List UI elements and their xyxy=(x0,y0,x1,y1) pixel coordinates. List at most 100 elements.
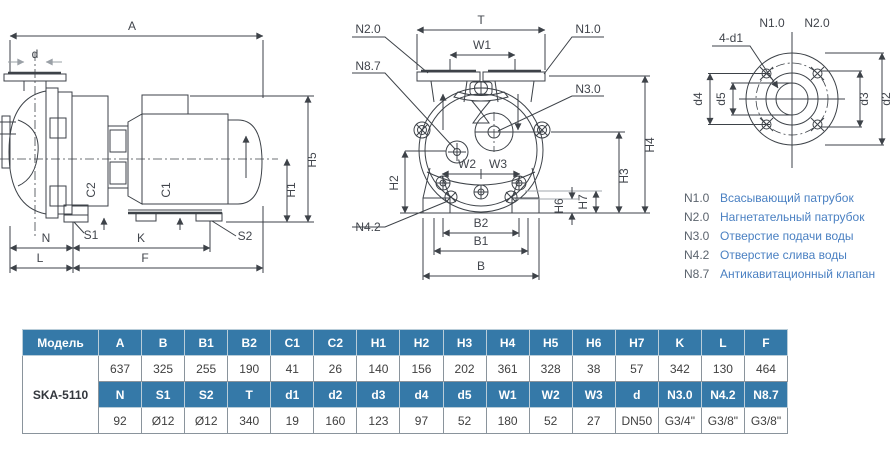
header-cell: C1 xyxy=(270,329,315,356)
value-cell: 156 xyxy=(399,355,444,382)
value-cell: Ø12 xyxy=(184,407,229,434)
dim-d4: d4 xyxy=(691,92,705,106)
header-cell: d5 xyxy=(442,381,487,408)
dim-N: N xyxy=(42,231,51,245)
value-cell: 130 xyxy=(700,355,745,382)
value-cell: G3/4" xyxy=(657,407,702,434)
header-cell: L xyxy=(700,329,745,356)
dim-d2: d2 xyxy=(879,92,893,106)
header-cell: d4 xyxy=(399,381,444,408)
dim-W2: W2 xyxy=(458,157,476,171)
value-cell: DN50 xyxy=(614,407,659,434)
value-cell: 52 xyxy=(442,407,487,434)
value-cell: G3/8" xyxy=(700,407,745,434)
dim-d3: d3 xyxy=(857,92,871,106)
dim-H1: H1 xyxy=(284,182,298,198)
bolt-callout: 4-d1 xyxy=(719,31,743,45)
dim-F: F xyxy=(141,251,148,265)
port-legend: N1.0 Всасывающий патрубок N2.0 Нагнетате… xyxy=(684,189,875,284)
header-cell: H3 xyxy=(442,329,487,356)
value-cell: 57 xyxy=(614,355,659,382)
legend-item: N4.2 Отверстие слива воды xyxy=(684,246,875,265)
legend-item: N8.7 Антикавитационный клапан xyxy=(684,265,875,284)
port-label-n20: N2.0 xyxy=(355,22,381,36)
legend-item: N1.0 Всасывающий патрубок xyxy=(684,189,875,208)
dim-W1: W1 xyxy=(473,38,491,52)
value-cell: 27 xyxy=(571,407,616,434)
value-cell: 97 xyxy=(399,407,444,434)
model-cell: SKA-5110 xyxy=(22,355,99,434)
value-cell: 26 xyxy=(313,355,358,382)
header-cell: C2 xyxy=(313,329,358,356)
header-cell: W3 xyxy=(571,381,616,408)
port-label-n10: N1.0 xyxy=(575,22,601,36)
value-cell: Ø12 xyxy=(141,407,186,434)
front-view-drawing: T W1 N2.0 N1.0 N8.7 N3.0 xyxy=(352,13,657,280)
legend-code: N4.2 xyxy=(684,248,710,262)
legend-label: Антикавитационный клапан xyxy=(720,267,876,281)
legend-label: Отверстие слива воды xyxy=(720,248,847,262)
legend-code: N3.0 xyxy=(684,229,710,243)
dim-W3: W3 xyxy=(489,157,507,171)
dim-S1: S1 xyxy=(84,228,99,242)
dim-C1: C1 xyxy=(159,182,173,198)
value-cell: 160 xyxy=(313,407,358,434)
header-cell: F xyxy=(743,329,789,356)
header-cell: N xyxy=(97,381,143,408)
value-cell: G3/8" xyxy=(743,407,789,434)
dim-H7: H7 xyxy=(576,194,590,210)
header-cell: T xyxy=(227,381,272,408)
header-cell: d3 xyxy=(356,381,401,408)
legend-label: Отверстие подачи воды xyxy=(720,229,854,243)
value-cell: 190 xyxy=(227,355,272,382)
header-cell: B1 xyxy=(184,329,229,356)
legend-item: N3.0 Отверстие подачи воды xyxy=(684,227,875,246)
model-header-cell: Модель xyxy=(22,329,99,356)
header-cell: d xyxy=(614,381,659,408)
dim-L: L xyxy=(37,251,44,265)
header-cell: H5 xyxy=(528,329,573,356)
value-cell: 255 xyxy=(184,355,229,382)
header-cell: d1 xyxy=(270,381,315,408)
value-cell: 38 xyxy=(571,355,616,382)
header-cell: B xyxy=(141,329,186,356)
side-view-drawing: A d xyxy=(0,19,319,273)
header-cell: N4.2 xyxy=(700,381,745,408)
port-label-n87: N8.7 xyxy=(355,59,381,73)
header-cell: H6 xyxy=(571,329,616,356)
header-cell: d2 xyxy=(313,381,358,408)
dim-H5: H5 xyxy=(305,152,319,168)
header-cell: W2 xyxy=(528,381,573,408)
value-cell: 180 xyxy=(485,407,530,434)
dim-B: B xyxy=(477,259,485,273)
dim-H2: H2 xyxy=(387,175,401,191)
port-label-n30: N3.0 xyxy=(575,82,601,96)
dim-B2: B2 xyxy=(474,216,489,230)
dim-B1: B1 xyxy=(474,234,489,248)
value-cell: 464 xyxy=(743,355,789,382)
value-cell: 325 xyxy=(141,355,186,382)
value-cell: 637 xyxy=(97,355,143,382)
header-cell: K xyxy=(657,329,702,356)
header-cell: H1 xyxy=(356,329,401,356)
header-cell: H4 xyxy=(485,329,530,356)
value-cell: 328 xyxy=(528,355,573,382)
dim-d5: d5 xyxy=(714,92,728,106)
value-cell: 92 xyxy=(97,407,143,434)
dim-H3: H3 xyxy=(617,168,631,184)
header-cell: S1 xyxy=(141,381,186,408)
value-cell: 123 xyxy=(356,407,401,434)
legend-item: N2.0 Нагнетательный патрубок xyxy=(684,208,875,227)
value-cell: 41 xyxy=(270,355,315,382)
value-cell: 19 xyxy=(270,407,315,434)
dim-H4: H4 xyxy=(643,137,657,153)
dim-H6: H6 xyxy=(552,198,566,214)
header-cell: S2 xyxy=(184,381,229,408)
dim-S2: S2 xyxy=(238,229,253,243)
header-cell: W1 xyxy=(485,381,530,408)
value-cell: 202 xyxy=(442,355,487,382)
